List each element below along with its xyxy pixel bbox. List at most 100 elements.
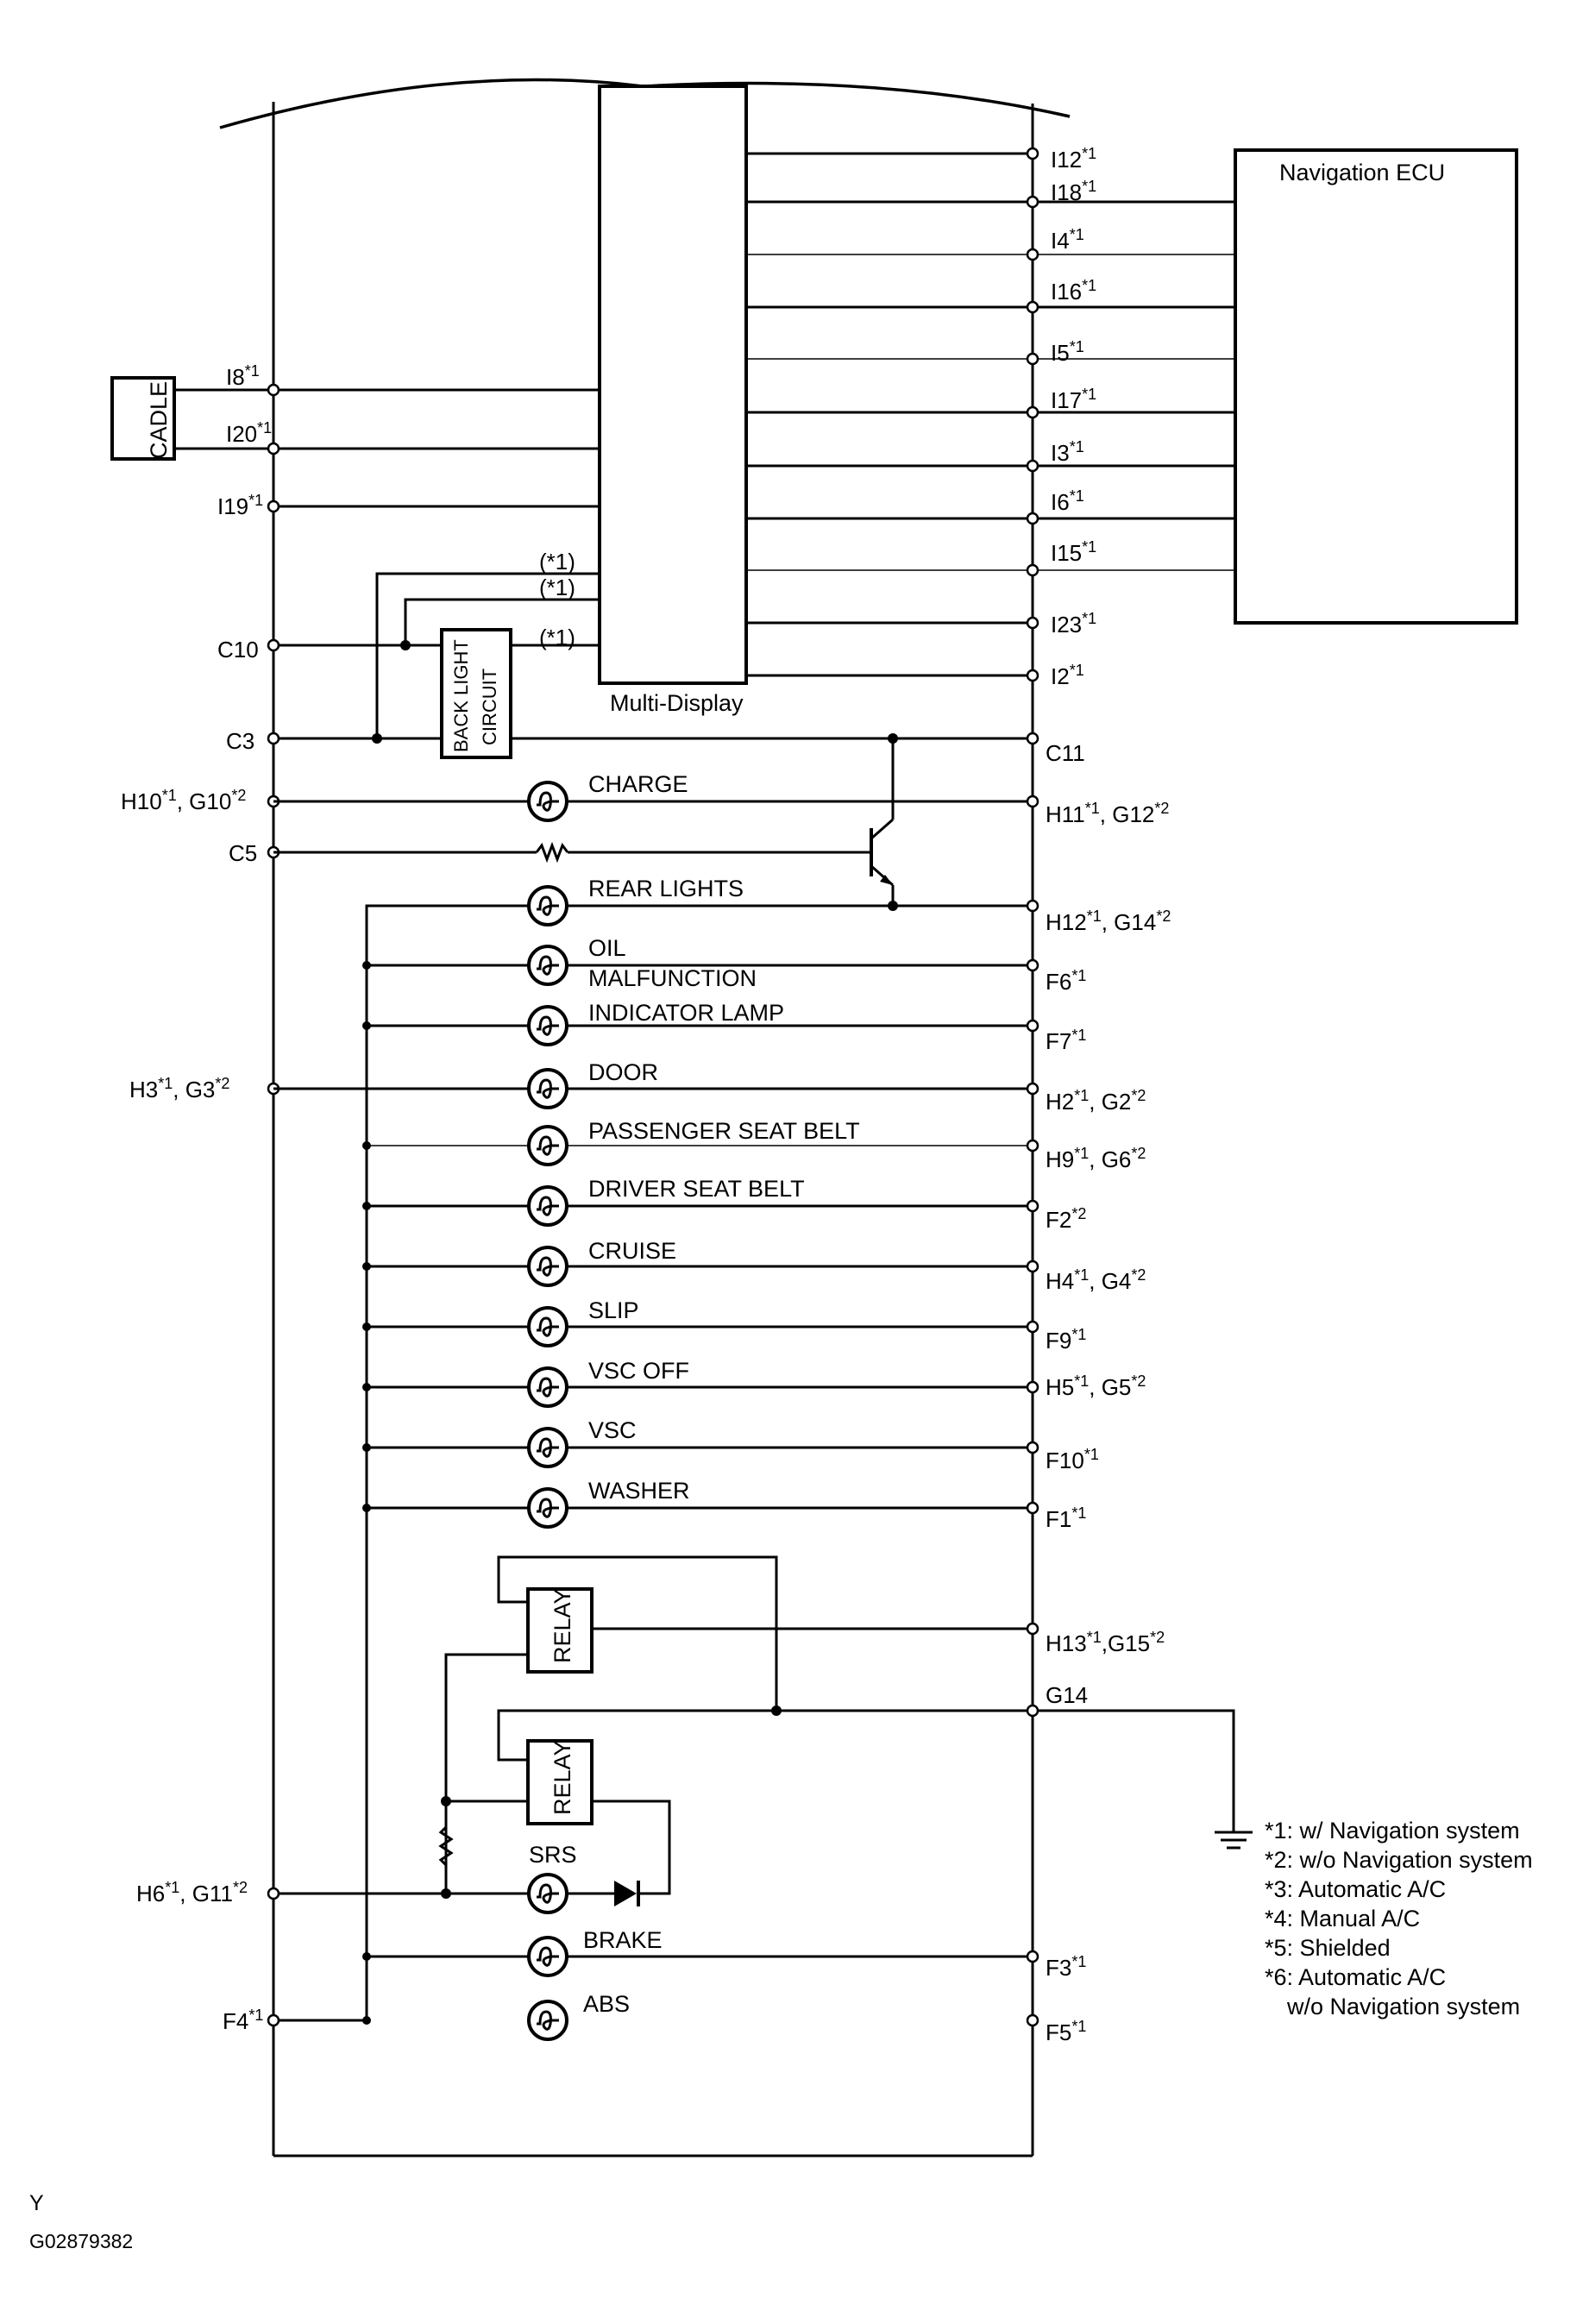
pin-label-i8: I8*1 [226, 362, 260, 390]
lamp-label-malfunction: MALFUNCTION [588, 965, 757, 991]
lamp-label-srs: SRS [529, 1842, 577, 1868]
pin-label: I16*1 [1051, 277, 1096, 305]
navigation-ecu-box [1234, 148, 1518, 625]
pin-label-h3: H3*1, G3*2 [129, 1075, 229, 1102]
passenger-seat-belt-lamp-icon [527, 1125, 568, 1166]
vsc-lamp-icon [527, 1427, 568, 1468]
pin-label-g14: G14 [1046, 1682, 1088, 1708]
lamp-label-vsc: VSC [588, 1417, 637, 1443]
vsc-off-lamp-icon [527, 1366, 568, 1408]
lamp-label-oil: OIL [588, 935, 626, 961]
pin-label: I2*1 [1051, 662, 1084, 689]
lamp-label-vsc-off: VSC OFF [588, 1358, 689, 1384]
back-light-wires [273, 572, 1028, 740]
junction-dot-rear [888, 901, 898, 911]
abs-lamp-icon [527, 2000, 568, 2041]
left-pin-circles-top [267, 383, 280, 513]
door-lamp-icon [527, 1068, 568, 1109]
charge-lamp-icon [527, 781, 568, 822]
relay-lower-box [526, 1739, 594, 1825]
pin-label-h6: H6*1, G11*2 [136, 1879, 248, 1906]
lamp-label-charge: CHARGE [588, 771, 688, 797]
pin-label-f6: F6*1 [1046, 967, 1086, 995]
srs-lamp-icon [527, 1873, 568, 1914]
footnote-legend: *1: w/ Navigation system *2: w/o Navigat… [1265, 1818, 1533, 2019]
display-tag-2: (*1) [539, 575, 575, 600]
pin-label-h12: H12*1, G14*2 [1046, 908, 1171, 935]
pin-label-h5: H5*1, G5*2 [1046, 1372, 1146, 1400]
rear-lights-lamp-icon [527, 885, 568, 926]
pin-label-c10: C10 [217, 637, 259, 663]
navigation-ecu-label: Navigation ECU [1279, 160, 1445, 185]
relay-junctions [441, 1705, 782, 1899]
washer-lamp-icon [527, 1487, 568, 1529]
lamp-label-rear-lights: REAR LIGHTS [588, 876, 744, 901]
right-pin-labels-lower: C11 H11*1, G12*2 H12*1, G14*2 F6*1 F7*1 … [1046, 740, 1171, 2045]
relay-upper-label: RELAY [550, 1588, 575, 1663]
lamp-label-washer: WASHER [588, 1478, 690, 1504]
pin-label: I12*1 [1051, 145, 1096, 173]
display-input-wires [174, 388, 600, 508]
lamp-row-wires [273, 964, 1028, 1958]
pin-label: I5*1 [1051, 338, 1084, 366]
legend-item: w/o Navigation system [1286, 1994, 1520, 2019]
driver-seat-belt-lamp-icon [527, 1185, 568, 1227]
pin-label-f3: F3*1 [1046, 1953, 1086, 1981]
pin-label: I15*1 [1051, 538, 1096, 566]
pin-label-c3: C3 [226, 728, 254, 754]
legend-item: *5: Shielded [1265, 1935, 1391, 1961]
brake-lamp-icon [527, 1936, 568, 1977]
lamp-label-door: DOOR [588, 1059, 658, 1085]
display-tag-3: (*1) [539, 625, 575, 650]
back-light-label-1: BACK LIGHT [450, 639, 472, 752]
lamp-bus-junctions [362, 961, 371, 2025]
cadle-label: CADLE [146, 381, 172, 459]
pin-label-f5: F5*1 [1046, 2018, 1086, 2045]
display-output-wires [746, 152, 1235, 677]
transistor-arrow [880, 875, 893, 885]
lamp-label-slip: SLIP [588, 1297, 639, 1323]
pin-label-f9: F9*1 [1046, 1326, 1086, 1354]
pin-label-f2: F2*2 [1046, 1205, 1086, 1233]
right-pin-circles-top [1026, 147, 1039, 682]
pin-label: I23*1 [1051, 610, 1096, 638]
oil-lamp-icon [527, 945, 568, 986]
pin-label: I18*1 [1051, 178, 1096, 205]
pin-label-c5: C5 [229, 840, 257, 866]
pin-label: I3*1 [1051, 438, 1084, 466]
charge-circuit [273, 738, 1028, 906]
pin-label-f10: F10*1 [1046, 1446, 1099, 1473]
pin-label: I6*1 [1051, 487, 1084, 515]
legend-item: *6: Automatic A/C [1265, 1964, 1446, 1990]
cruise-lamp-icon [527, 1246, 568, 1287]
back-light-circuit-box [440, 628, 512, 759]
cadle-box [110, 376, 176, 461]
relay-upper-box [526, 1587, 594, 1674]
lamp-common-bus [273, 904, 1028, 2022]
display-tag-1: (*1) [539, 549, 575, 575]
pin-label-h9: H9*1, G6*2 [1046, 1145, 1146, 1172]
footer-marker: Y [29, 2191, 44, 2215]
pin-label-h2: H2*1, G2*2 [1046, 1087, 1146, 1115]
lamp-label-cruise: CRUISE [588, 1238, 676, 1264]
lamp-label-driver-seat-belt: DRIVER SEAT BELT [588, 1176, 805, 1202]
pin-label-h11: H11*1, G12*2 [1046, 800, 1169, 827]
lamp-label-indicator-lamp: INDICATOR LAMP [588, 1000, 784, 1026]
legend-item: *1: w/ Navigation system [1265, 1818, 1520, 1843]
lamp-label-abs: ABS [583, 1991, 630, 2017]
pin-label-h10: H10*1, G10*2 [121, 787, 246, 814]
right-pin-labels-top: I12*1 I18*1 I4*1 I16*1 I5*1 I17*1 I3*1 I… [1051, 145, 1096, 689]
pin-label-h13: H13*1,G15*2 [1046, 1629, 1165, 1656]
legend-item: *4: Manual A/C [1265, 1906, 1420, 1931]
back-light-label-2: CIRCUIT [479, 669, 500, 745]
pin-label: I17*1 [1051, 386, 1096, 413]
pin-label-c11: C11 [1046, 740, 1085, 766]
left-pin-circles-bottom [267, 1887, 280, 2027]
figure-code: G02879382 [29, 2230, 133, 2252]
lamp-label-brake: BRAKE [583, 1927, 663, 1953]
pin-label-f7: F7*1 [1046, 1027, 1086, 1054]
malfunction-indicator-lamp-icon [527, 1005, 568, 1046]
pin-label-i19: I19*1 [217, 492, 263, 519]
multi-display-label: Multi-Display [610, 690, 744, 716]
